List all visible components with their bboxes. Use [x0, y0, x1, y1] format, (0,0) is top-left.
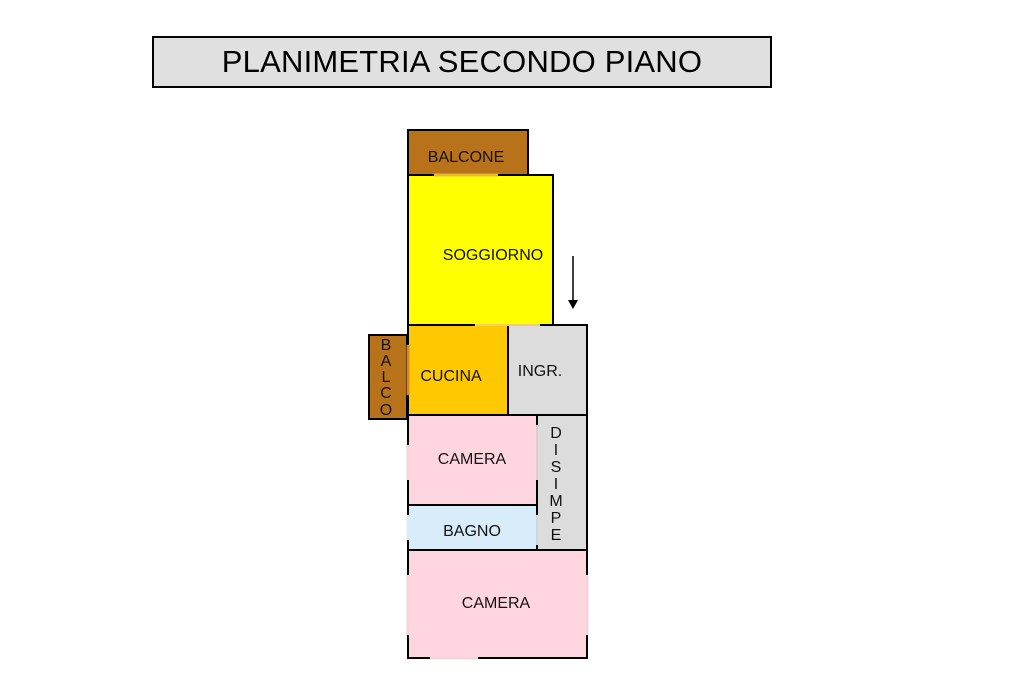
svg-text:P: P	[551, 510, 562, 527]
label-balcone-top: BALCONE	[428, 149, 504, 166]
room-disimpegno	[536, 414, 588, 551]
svg-text:E: E	[551, 527, 562, 544]
svg-text:L: L	[382, 369, 391, 386]
svg-text:A: A	[381, 353, 392, 370]
svg-text:D: D	[550, 425, 562, 442]
room-soggiorno	[407, 174, 554, 326]
svg-text:I: I	[554, 442, 558, 459]
label-balcone-side: B A L C O	[380, 337, 392, 419]
label-ingresso: INGR.	[518, 363, 562, 380]
room-ingresso	[507, 324, 588, 416]
plan-title: PLANIMETRIA SECONDO PIANO	[152, 36, 772, 88]
label-soggiorno: SOGGIORNO	[443, 247, 543, 264]
label-bagno: BAGNO	[443, 523, 501, 540]
room-balcone-top	[407, 129, 529, 176]
room-balcone-side	[368, 334, 408, 420]
svg-text:O: O	[380, 402, 392, 419]
svg-text:M: M	[549, 493, 562, 510]
svg-text:S: S	[551, 459, 562, 476]
label-camera-2: CAMERA	[462, 595, 531, 612]
label-disimpegno: D I S I M P E	[549, 425, 562, 544]
label-camera-1: CAMERA	[438, 451, 507, 468]
svg-text:B: B	[381, 337, 392, 354]
wall-openings	[406, 173, 589, 660]
label-cucina: CUCINA	[420, 368, 482, 385]
svg-text:I: I	[554, 476, 558, 493]
svg-text:C: C	[380, 385, 392, 402]
down-arrow-icon	[568, 256, 578, 309]
